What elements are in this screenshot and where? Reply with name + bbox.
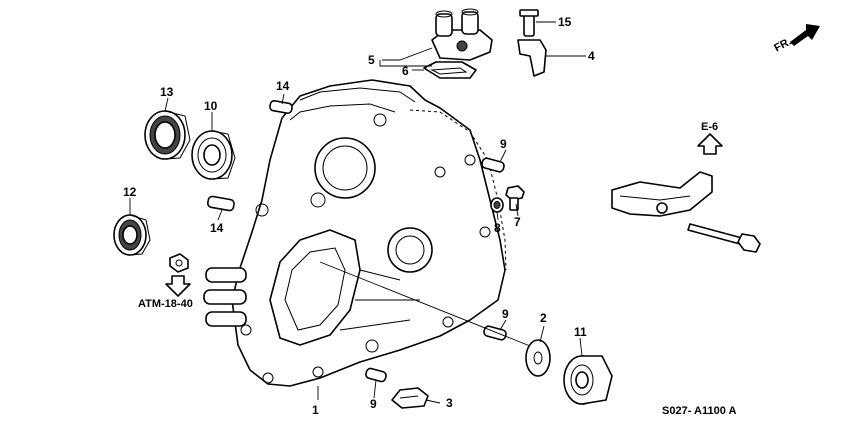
arrow-up-e6-icon <box>697 133 723 155</box>
callout-9-upper: 9 <box>500 137 507 151</box>
mounting-bracket-e6 <box>611 171 713 217</box>
long-bolt <box>687 223 761 253</box>
callout-11: 11 <box>574 325 587 339</box>
callout-1: 1 <box>312 403 319 417</box>
callout-12: 12 <box>123 185 137 199</box>
solenoid-bracket <box>517 9 547 77</box>
dowel-pin-9-lower <box>365 367 387 383</box>
leader-lines <box>129 21 586 404</box>
callout-4: 4 <box>588 49 595 63</box>
transmission-housing <box>203 79 507 387</box>
dowel-pin-9-mid <box>483 325 507 341</box>
callout-6: 6 <box>402 64 409 78</box>
magnet-holder <box>391 387 429 409</box>
drain-bolt <box>505 185 525 211</box>
front-direction-arrow-icon <box>790 24 820 46</box>
callout-5: 5 <box>368 53 375 67</box>
callout-10: 10 <box>204 99 218 113</box>
callout-8: 8 <box>494 221 501 235</box>
callout-15: 15 <box>558 15 572 29</box>
arrow-down-atm-icon <box>165 275 191 297</box>
callout-9-lower: 9 <box>370 397 377 411</box>
callout-14-lower: 14 <box>210 221 224 235</box>
shift-solenoid <box>431 8 493 61</box>
callout-9-mid: 9 <box>502 307 509 321</box>
ball-bearing <box>191 130 236 180</box>
solenoid-gasket <box>423 61 477 79</box>
front-direction-label: FR. <box>772 36 793 55</box>
reference-e-6: E-6 <box>701 121 718 133</box>
shaft-axis-line <box>319 261 541 351</box>
sealing-washer <box>490 197 504 213</box>
diagram-code: S027- A1100 A <box>662 405 736 417</box>
dowel-pin-upper <box>269 99 293 115</box>
oil-seal <box>144 110 191 160</box>
needle-bearing <box>563 355 613 405</box>
callout-2: 2 <box>540 311 547 325</box>
callout-7: 7 <box>514 215 521 229</box>
callout-14-upper: 14 <box>276 79 290 93</box>
reference-atm-18-40: ATM-18-40 <box>138 298 193 310</box>
oil-seal-small <box>113 214 151 256</box>
dowel-pin-9-upper <box>481 157 505 173</box>
callout-13: 13 <box>160 85 174 99</box>
callout-3: 3 <box>446 396 453 410</box>
hex-nut <box>169 253 189 273</box>
oil-guide-plate <box>525 339 551 377</box>
dowel-pin-lower <box>206 195 235 212</box>
